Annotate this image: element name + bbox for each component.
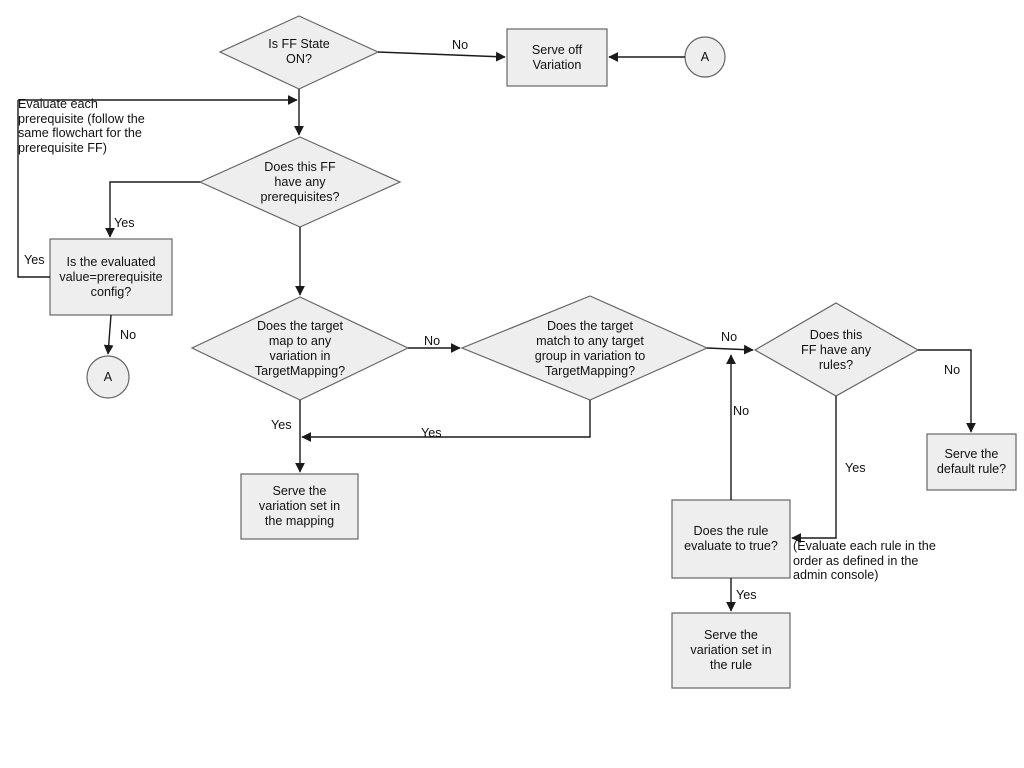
edge-target-group-yes-to-serve-mapping xyxy=(301,400,591,442)
edge-prerequisite-value-no-to-connector-a xyxy=(103,314,114,355)
node-shape-connector-a-bottom[interactable] xyxy=(86,355,130,399)
node-shape-serve-mapping[interactable] xyxy=(240,473,359,540)
node-shape-serve-default-rule[interactable] xyxy=(926,433,1017,491)
edge-has-rules-no-to-serve-default xyxy=(918,349,976,433)
edge-target-group-no-to-has-rules xyxy=(706,344,754,355)
node-shape-ff-state[interactable] xyxy=(218,15,380,90)
node-shape-serve-off-variation[interactable] xyxy=(506,28,608,87)
edge-note-rail-to-prerequisite-value xyxy=(17,100,50,278)
edge-label-prerequisite-value-yes: Yes xyxy=(24,253,45,267)
edge-label-target-group-no: No xyxy=(721,330,738,344)
node-shape-connector-a-top[interactable] xyxy=(684,36,726,78)
edge-label-prerequisite-value-no: No xyxy=(120,328,137,342)
edge-ff-state-to-serve-off xyxy=(377,51,506,62)
node-shape-prerequisite-value[interactable] xyxy=(49,238,173,316)
edge-prerequisites-yes-to-value xyxy=(105,181,200,238)
node-shape-has-rules[interactable] xyxy=(753,302,920,397)
edge-label-target-group-yes: Yes xyxy=(421,426,442,440)
edge-label-target-map-yes: Yes xyxy=(271,418,292,432)
edge-label-has-rules-no: No xyxy=(944,363,961,377)
edge-label-ff-state-no: No xyxy=(452,38,469,52)
node-shape-target-map[interactable] xyxy=(190,296,410,401)
note-prerequisite-evaluation: Evaluate each prerequisite (follow the s… xyxy=(18,97,145,155)
node-shape-target-group[interactable] xyxy=(460,295,709,401)
edge-label-target-map-no: No xyxy=(424,334,441,348)
edge-label-rule-evaluate-yes: Yes xyxy=(736,588,757,602)
node-shape-rule-evaluate[interactable] xyxy=(671,499,791,579)
node-shape-serve-rule[interactable] xyxy=(671,612,791,689)
edge-has-rules-yes-to-rule-evaluate xyxy=(791,396,837,543)
note-rule-order: (Evaluate each rule in the order as defi… xyxy=(793,539,936,583)
node-shape-prerequisites[interactable] xyxy=(198,136,402,228)
edge-label-has-rules-yes: Yes xyxy=(845,461,866,475)
edge-label-rule-evaluate-no: No xyxy=(733,404,750,418)
edge-label-prerequisites-yes: Yes xyxy=(114,216,135,230)
